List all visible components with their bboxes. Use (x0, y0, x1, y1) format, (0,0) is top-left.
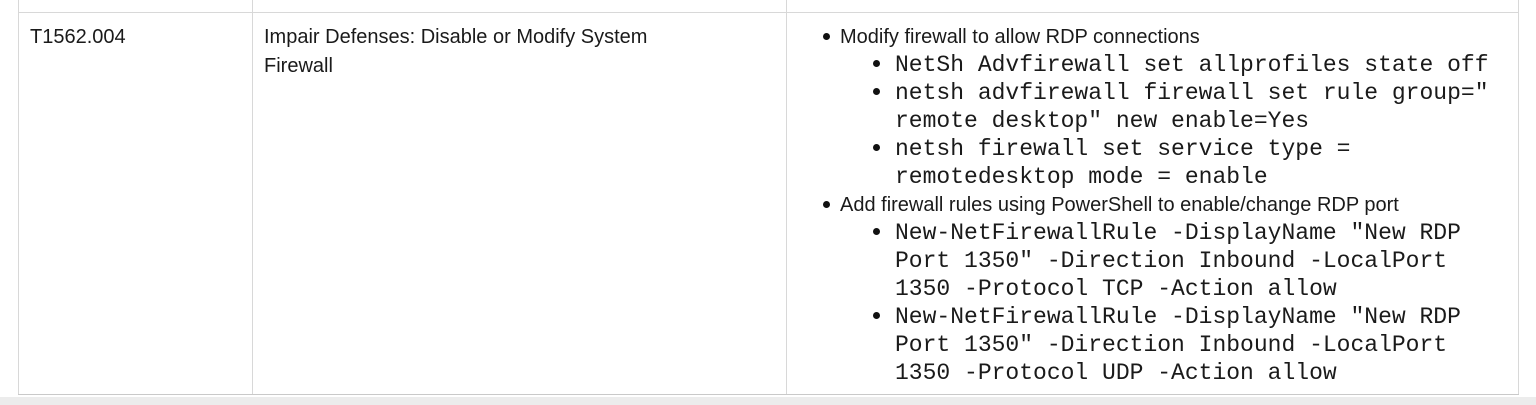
bullet-icon (873, 144, 880, 151)
command-text: NetSh Advfirewall set allprofiles state … (895, 52, 1489, 78)
prev-row-notes-cell (786, 0, 1519, 13)
bullet-icon (823, 201, 830, 208)
notes-list: Modify firewall to allow RDP connections… (797, 23, 1508, 387)
command-item: NetSh Advfirewall set allprofiles state … (840, 51, 1508, 79)
table-row-previous-partial (18, 0, 1519, 13)
bullet-icon (873, 228, 880, 235)
command-list: NetSh Advfirewall set allprofiles state … (840, 51, 1508, 191)
command-item: netsh firewall set service type = remote… (840, 135, 1508, 191)
technique-name-cell: Impair Defenses: Disable or Modify Syste… (252, 12, 787, 395)
bullet-icon (873, 312, 880, 319)
list-item: Add firewall rules using PowerShell to e… (797, 191, 1508, 387)
technique-id: T1562.004 (30, 26, 126, 48)
note-text: Modify firewall to allow RDP connections (840, 26, 1200, 48)
prev-row-id-cell (18, 0, 253, 13)
command-text: New-NetFirewallRule -DisplayName "New RD… (895, 220, 1461, 302)
command-list: New-NetFirewallRule -DisplayName "New RD… (840, 219, 1508, 387)
command-item: New-NetFirewallRule -DisplayName "New RD… (840, 219, 1508, 303)
note-text: Add firewall rules using PowerShell to e… (840, 194, 1399, 216)
table-row: T1562.004 Impair Defenses: Disable or Mo… (18, 12, 1519, 395)
technique-name: Impair Defenses: Disable or Modify Syste… (264, 26, 648, 77)
command-text: netsh advfirewall firewall set rule grou… (895, 80, 1489, 134)
command-item: New-NetFirewallRule -DisplayName "New RD… (840, 303, 1508, 387)
command-text: netsh firewall set service type = remote… (895, 136, 1351, 190)
technique-id-cell: T1562.004 (18, 12, 253, 395)
command-item: netsh advfirewall firewall set rule grou… (840, 79, 1508, 135)
command-text: New-NetFirewallRule -DisplayName "New RD… (895, 304, 1461, 386)
techniques-table: T1562.004 Impair Defenses: Disable or Mo… (18, 0, 1519, 395)
bullet-icon (823, 33, 830, 40)
notes-cell: Modify firewall to allow RDP connections… (786, 12, 1519, 395)
bullet-icon (873, 88, 880, 95)
list-item: Modify firewall to allow RDP connections… (797, 23, 1508, 191)
prev-row-name-cell (252, 0, 787, 13)
page-bottom-divider (0, 397, 1536, 405)
bullet-icon (873, 60, 880, 67)
